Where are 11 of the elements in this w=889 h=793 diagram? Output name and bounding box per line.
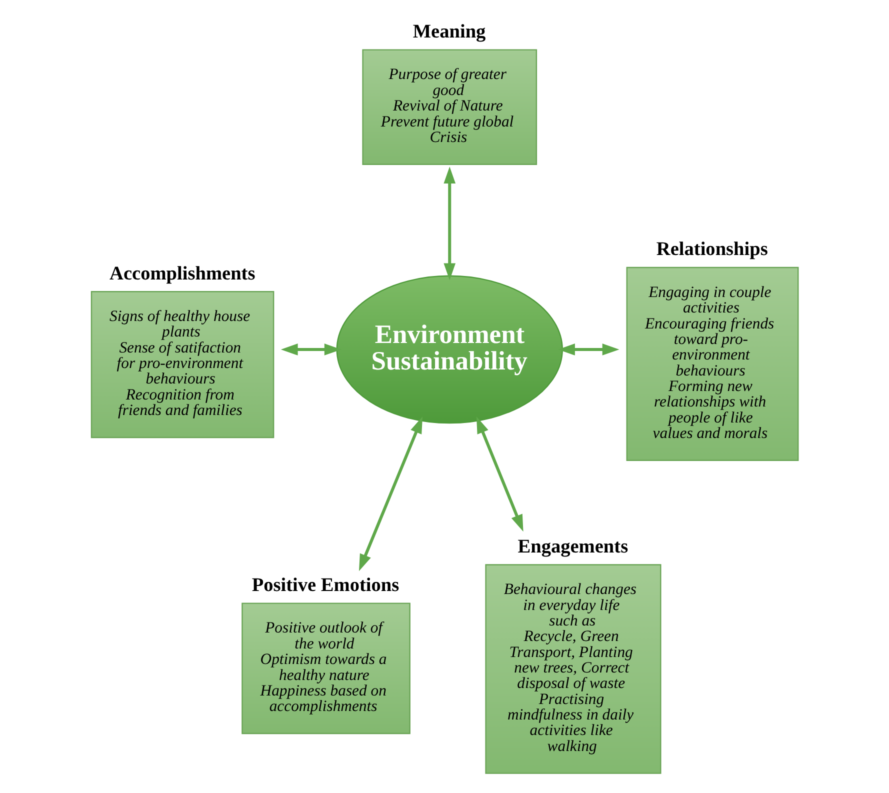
arrow — [558, 344, 620, 356]
node-label: Positive Emotions — [252, 575, 400, 596]
arrow — [476, 416, 524, 532]
arrow — [358, 416, 423, 572]
node-label: Engagements — [518, 536, 628, 558]
node-label: Meaning — [412, 22, 486, 43]
node-ellipse: Environment Sustainability — [336, 275, 563, 424]
arrow — [280, 344, 342, 356]
node-label: Accomplishments — [110, 263, 256, 284]
arrow — [444, 166, 456, 280]
node-label: Relationships — [656, 239, 768, 260]
